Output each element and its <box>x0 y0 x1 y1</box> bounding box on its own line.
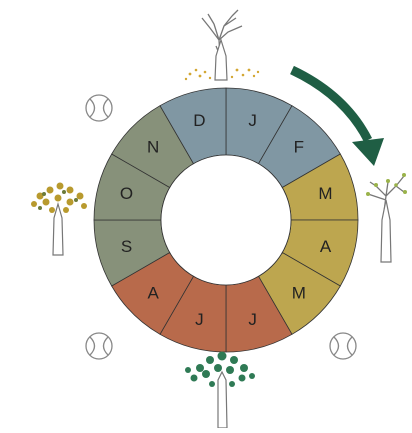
month-label: D <box>193 111 205 130</box>
month-label: O <box>120 184 133 203</box>
tennis-ball-icon <box>329 332 357 360</box>
month-label: M <box>292 283 306 302</box>
month-label: S <box>121 237 132 256</box>
leafy-tree-icon <box>185 351 255 429</box>
bare-tree-icon <box>184 9 260 81</box>
tennis-ball-icon <box>85 94 113 122</box>
month-label: J <box>248 111 257 130</box>
month-ring: J F M A M J J A S O N D <box>93 87 359 353</box>
month-label: N <box>147 138 159 157</box>
autumn-tree-icon <box>31 182 87 256</box>
month-label: A <box>147 283 159 302</box>
month-label: M <box>318 184 332 203</box>
ring-center <box>160 154 292 286</box>
month-label: J <box>248 310 257 329</box>
month-label: A <box>320 237 332 256</box>
tennis-ball-icon <box>85 332 113 360</box>
month-label: F <box>294 138 304 157</box>
budding-tree-icon <box>366 173 407 263</box>
month-label: J <box>195 310 204 329</box>
direction-arrow-icon <box>290 65 384 166</box>
